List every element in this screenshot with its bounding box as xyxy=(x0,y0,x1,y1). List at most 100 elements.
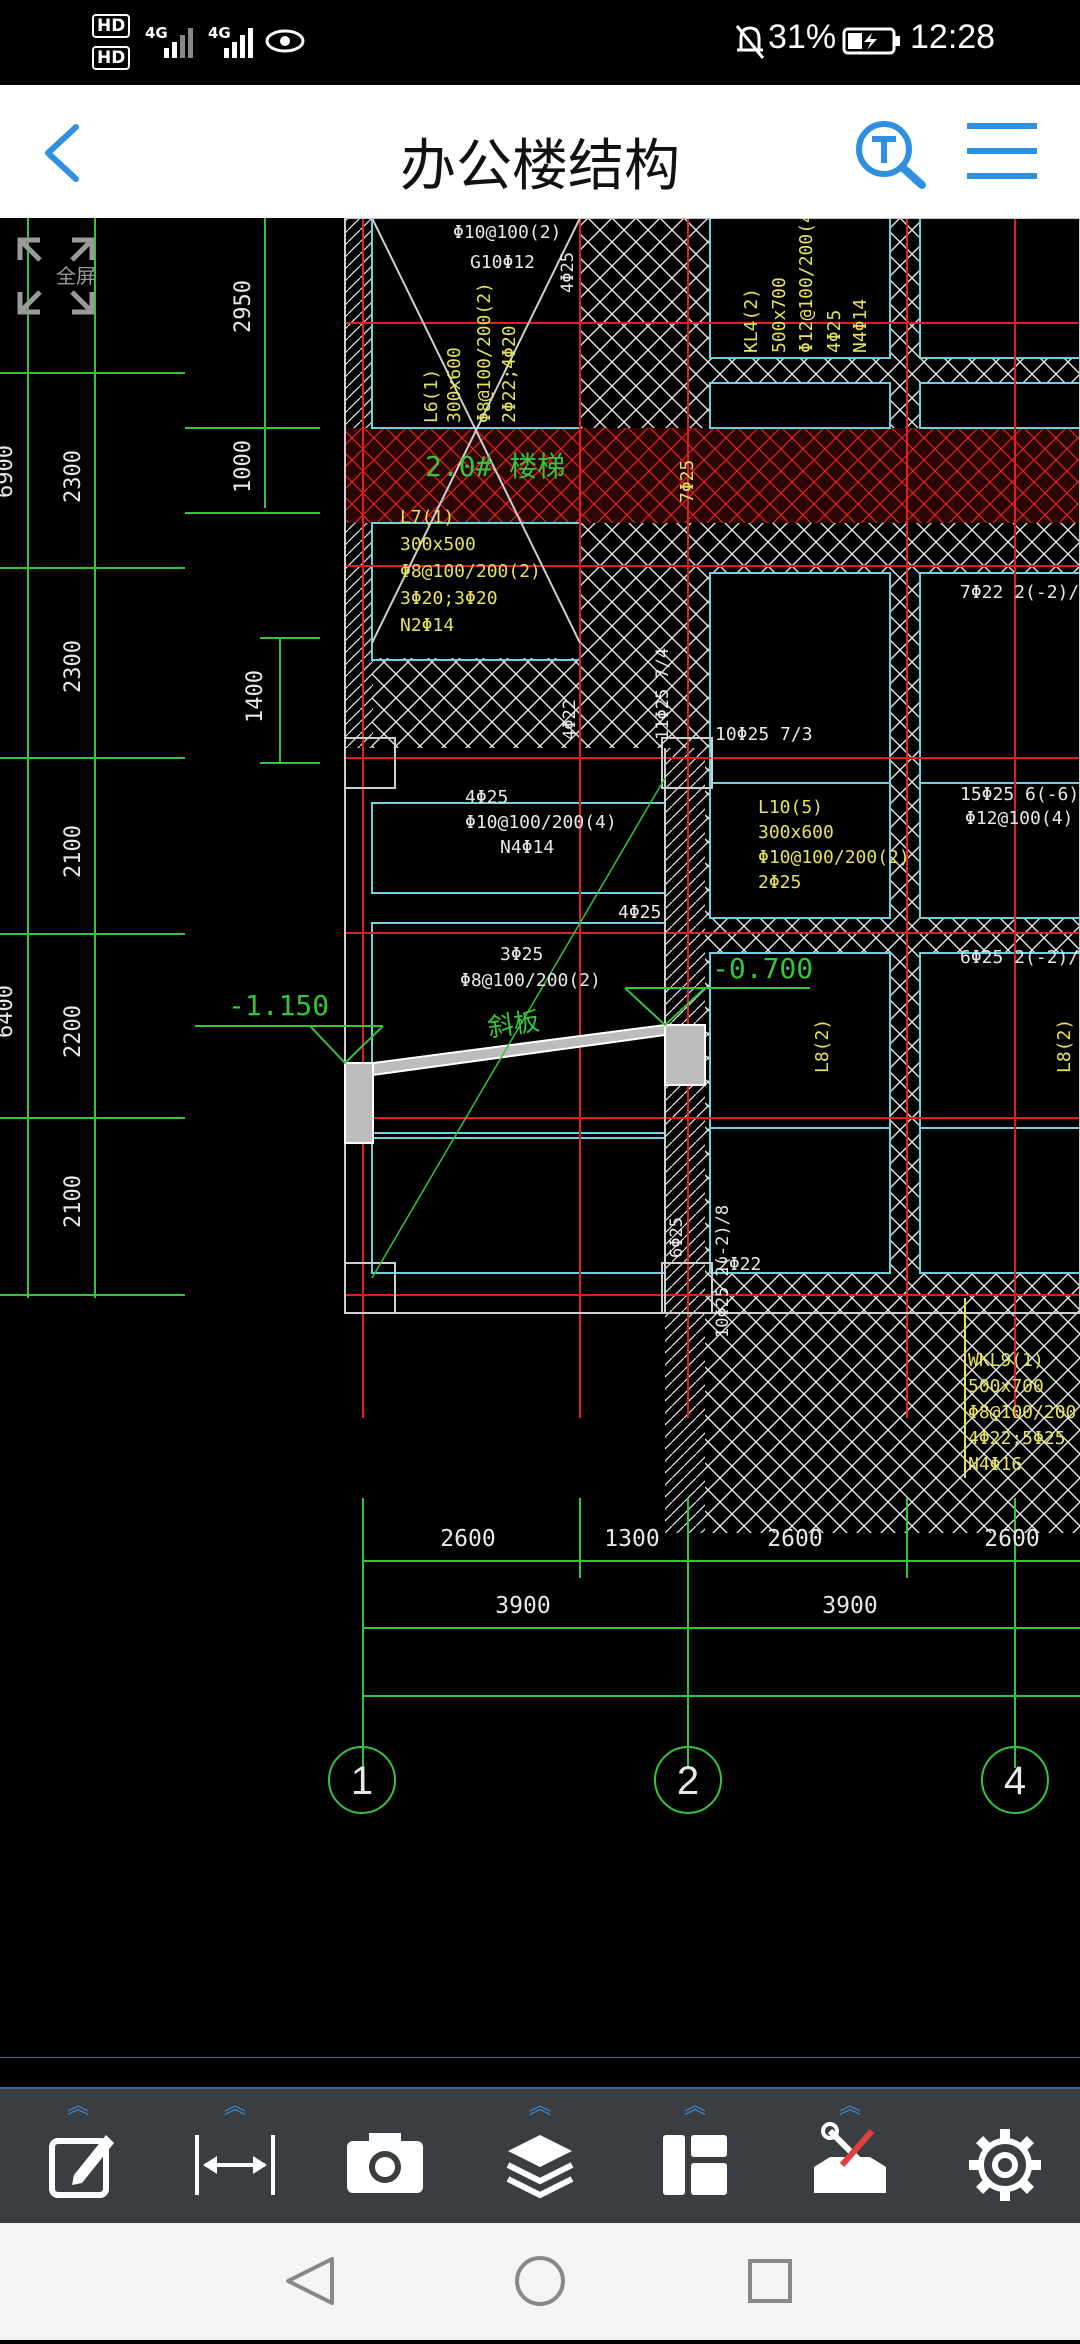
nav-recents-button[interactable] xyxy=(710,2223,830,2340)
layout-icon xyxy=(663,2135,727,2195)
dim-left-1: 2300 xyxy=(61,450,86,503)
nav-back-triangle-icon xyxy=(286,2257,334,2305)
back-button[interactable] xyxy=(30,115,100,190)
dim-outer-1: 6900 xyxy=(0,445,18,498)
beam-L10-line4: 2Φ25 xyxy=(758,872,801,893)
app-header: 办公楼结构 xyxy=(0,85,1080,218)
axis-label-2: 2 xyxy=(677,1759,699,1803)
text-search-icon xyxy=(856,121,926,189)
beam-3phi25-line1: 3Φ25 xyxy=(500,944,543,965)
layout-tool-button[interactable]: ︽ xyxy=(635,2089,755,2225)
stair-label: 2.0# 楼梯 xyxy=(425,450,565,483)
settings-icon xyxy=(969,2129,1041,2201)
cad-drawing: 6900 6400 2300 2300 2100 2200 2100 2950 … xyxy=(0,218,1080,2058)
dim-bottom-2: 1300 xyxy=(604,1526,659,1552)
beam-WKL9-line5: N4Φ16 xyxy=(968,1454,1022,1475)
dim-left-3: 2100 xyxy=(61,825,86,878)
nav-home-button[interactable] xyxy=(480,2223,600,2340)
mute-bell-icon xyxy=(735,25,765,59)
fullscreen-expand-icon xyxy=(17,237,95,315)
expand-caret-icon: ︽ xyxy=(683,2094,706,2119)
drawing-canvas[interactable]: 6900 6400 2300 2300 2100 2200 2100 2950 … xyxy=(0,218,1080,2058)
annotate-tool-button[interactable]: ︽ xyxy=(18,2089,138,2225)
beam-top-line2: G10Φ12 xyxy=(470,252,535,273)
beam-L7-line2: 300x500 xyxy=(400,534,476,555)
system-nav-bar xyxy=(0,2223,1080,2340)
toolbox-icon xyxy=(814,2122,886,2193)
settings-button[interactable] xyxy=(945,2089,1065,2225)
sim2-hd-badge: HD xyxy=(92,46,131,70)
beam-L7-line5: N2Φ14 xyxy=(400,615,454,636)
expand-caret-icon: ︽ xyxy=(223,2094,246,2119)
beam-mid-line2: Φ10@100/200(4) xyxy=(465,812,617,833)
measure-tool-button[interactable]: ︽ xyxy=(175,2089,295,2225)
beam-L4-line5: N4Φ14 xyxy=(850,299,871,353)
status-bar: HD HD 4G 4G 31% 12:28 xyxy=(0,0,1080,85)
beam-L6-line4: 2Φ22;4Φ20 xyxy=(499,325,520,423)
camera-tool-button[interactable] xyxy=(325,2089,445,2225)
nav-recents-square-icon xyxy=(748,2259,792,2303)
axis-label-4: 4 xyxy=(1004,1759,1026,1803)
beam-L6-line3: Φ8@100/200(2) xyxy=(474,282,495,423)
layers-icon xyxy=(506,2135,574,2199)
hamburger-menu-icon xyxy=(967,123,1037,179)
beam-L7-line3: Φ8@100/200(2) xyxy=(400,561,541,582)
beam-WKL9-line4: 4Φ22;5Φ25 xyxy=(968,1428,1066,1449)
network-type-1: 4G xyxy=(145,24,168,42)
beam-L10-line3: Φ10@100/200(2) xyxy=(758,847,910,868)
dim-left-5: 2100 xyxy=(61,1175,86,1228)
beam-L10-line1: L10(5) xyxy=(758,797,823,818)
beam-L4-line3: Φ12@100/200(4) xyxy=(796,218,817,353)
beam-L4-line1: KL4(2) xyxy=(741,288,762,353)
beam-mid-line1: 4Φ25 xyxy=(465,787,508,808)
dim-bottom-6: 3900 xyxy=(822,1593,877,1619)
camera-icon xyxy=(347,2133,423,2193)
label-6phi25-right: 6Φ25 2(-2)/4 xyxy=(960,947,1080,968)
dim-inner-1: 2950 xyxy=(231,280,256,333)
battery-percent: 31% xyxy=(768,18,837,56)
dim-left-2: 2300 xyxy=(61,640,86,693)
toolbox-button[interactable]: ︽ xyxy=(790,2089,910,2225)
network-type-2: 4G xyxy=(208,24,231,42)
dim-bottom-5: 3900 xyxy=(495,1593,550,1619)
label-15phi25-line2: Φ12@100(4) xyxy=(965,808,1073,829)
menu-button[interactable] xyxy=(962,117,1042,187)
axis-label-1: 1 xyxy=(351,1759,373,1803)
elevation-left: -1.150 xyxy=(228,989,329,1022)
expand-caret-icon: ︽ xyxy=(66,2094,89,2119)
label-4phi25-mid: 4Φ25 xyxy=(618,902,661,923)
nav-back-button[interactable] xyxy=(250,2223,370,2340)
beam-top-line1: Φ10@100(2) xyxy=(453,222,561,243)
battery-charging-icon xyxy=(842,27,900,55)
label-L8-1: L8(2) xyxy=(812,1019,833,1073)
beam-L4-line4: 4Φ25 xyxy=(824,310,845,353)
label-4phi22: 4Φ22 xyxy=(560,699,580,740)
dim-outer-2: 6400 xyxy=(0,985,18,1038)
fullscreen-label: 全屏 xyxy=(56,264,96,288)
label-4phi25-top: 4Φ25 xyxy=(558,252,578,293)
beam-WKL9-line2: 500x700 xyxy=(968,1376,1044,1397)
elevation-right: -0.700 xyxy=(712,952,813,985)
beam-L7-line1: L7(1) xyxy=(400,507,454,528)
label-7phi22: 7Φ22 2(-2)/5 xyxy=(960,582,1080,603)
dim-inner-3: 1400 xyxy=(243,670,268,723)
beam-L7-line4: 3Φ20;3Φ20 xyxy=(400,588,498,609)
fullscreen-button[interactable]: 全屏 xyxy=(14,234,98,318)
ramp-label: 斜板 xyxy=(486,1007,542,1044)
beam-L10-line2: 300x600 xyxy=(758,822,834,843)
dim-left-4: 2200 xyxy=(61,1005,86,1058)
measure-icon xyxy=(195,2135,275,2195)
signal-2-icon xyxy=(224,28,253,58)
label-10phi25-vert: 10Φ25 2(-2)/8 xyxy=(713,1205,733,1338)
layers-tool-button[interactable]: ︽ xyxy=(480,2089,600,2225)
dim-bottom-1: 2600 xyxy=(440,1526,495,1552)
text-search-button[interactable] xyxy=(852,115,932,190)
beam-mid-line3: N4Φ14 xyxy=(500,837,554,858)
beam-L6-line2: 300x600 xyxy=(444,347,465,423)
sim1-hd-badge: HD xyxy=(92,14,131,38)
back-arrow-icon xyxy=(45,124,79,182)
eye-icon xyxy=(265,29,305,53)
expand-caret-icon: ︽ xyxy=(528,2094,551,2119)
expand-caret-icon: ︽ xyxy=(838,2094,861,2119)
label-2phi22: 2Φ22 xyxy=(718,1254,761,1275)
